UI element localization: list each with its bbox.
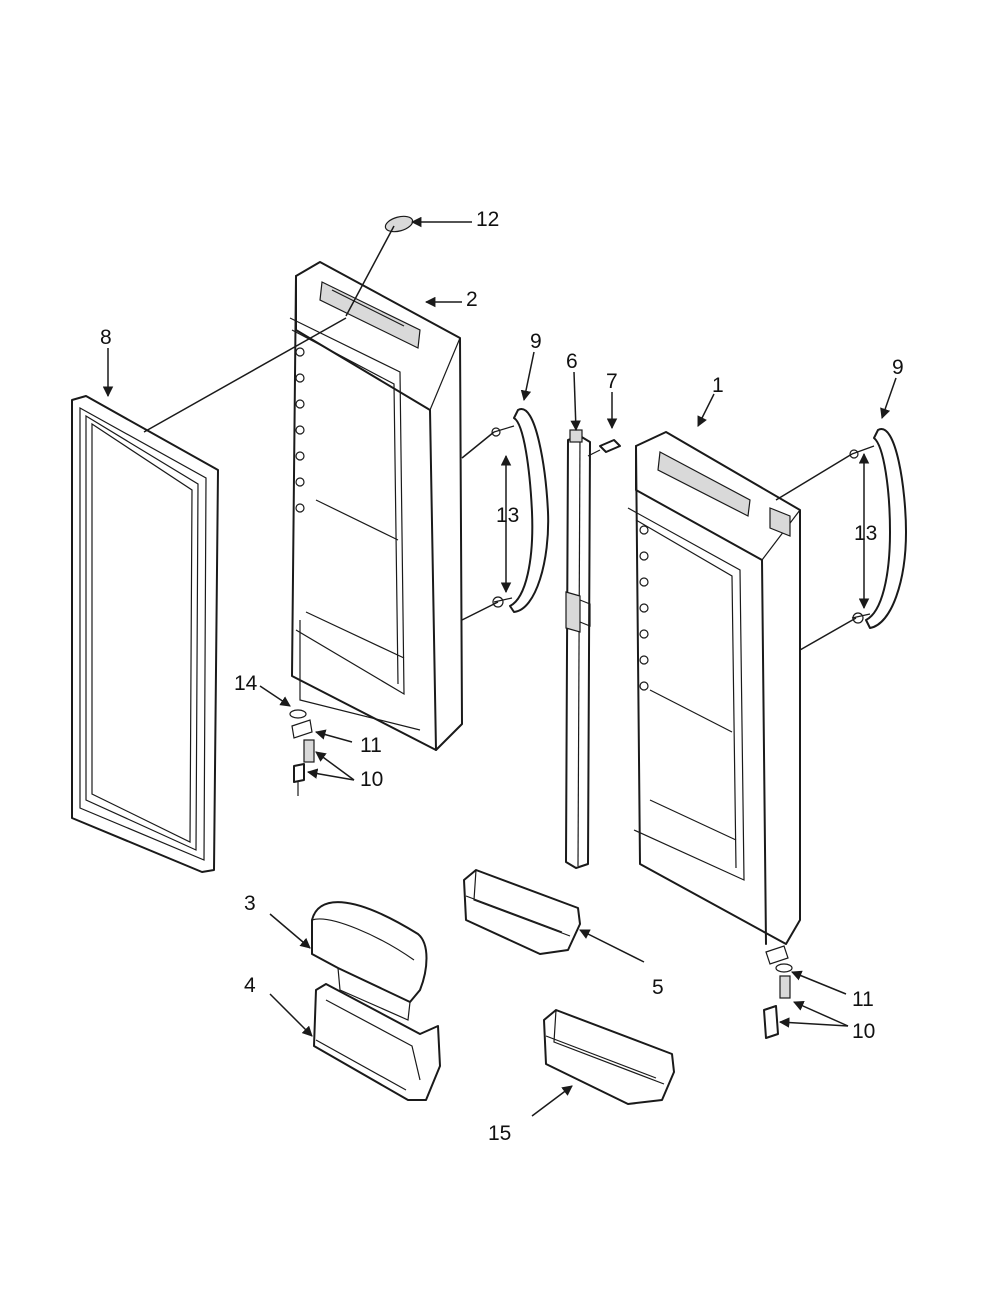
callout-8: 8 [100, 326, 112, 349]
left-hinge-hardware-part [289, 709, 315, 796]
callout-5: 5 [652, 976, 664, 999]
dairy-door-part [311, 901, 428, 1021]
callout-2: 2 [466, 288, 478, 311]
callout-9-right: 9 [892, 356, 904, 379]
callout-7: 7 [606, 370, 618, 393]
left-door-handle-part [491, 408, 550, 613]
callout-15: 15 [488, 1122, 511, 1145]
callout-10-left: 10 [360, 768, 383, 791]
callout-labels: 12 2 8 9 6 7 1 9 13 13 14 11 10 3 4 5 11… [100, 208, 904, 1145]
callout-1: 1 [712, 374, 724, 397]
callout-12: 12 [476, 208, 499, 231]
dairy-bin-part [313, 983, 441, 1101]
assembly-lines [143, 225, 857, 651]
right-door-handle-part [849, 428, 907, 629]
callout-11-right: 11 [852, 988, 874, 1011]
callout-11-left: 11 [360, 734, 382, 757]
callout-3: 3 [244, 892, 256, 915]
callout-10-right: 10 [852, 1020, 875, 1043]
right-hinge-hardware-part [763, 945, 793, 1039]
callout-6: 6 [566, 350, 578, 373]
door-bin-lower-part [543, 1009, 675, 1105]
callout-4: 4 [244, 974, 256, 997]
callout-13-right: 13 [854, 522, 877, 545]
callout-9-left: 9 [530, 330, 542, 353]
callout-13-left: 13 [496, 504, 519, 527]
door-bin-part [463, 869, 581, 955]
flipper-mullion-part [565, 429, 591, 869]
callout-arrows [102, 216, 897, 1117]
screw-part [587, 439, 621, 457]
callout-14: 14 [234, 672, 258, 695]
plug-part [384, 215, 414, 233]
door-gasket-part [71, 395, 219, 873]
left-door-part [289, 261, 463, 751]
right-door-part [627, 431, 801, 945]
